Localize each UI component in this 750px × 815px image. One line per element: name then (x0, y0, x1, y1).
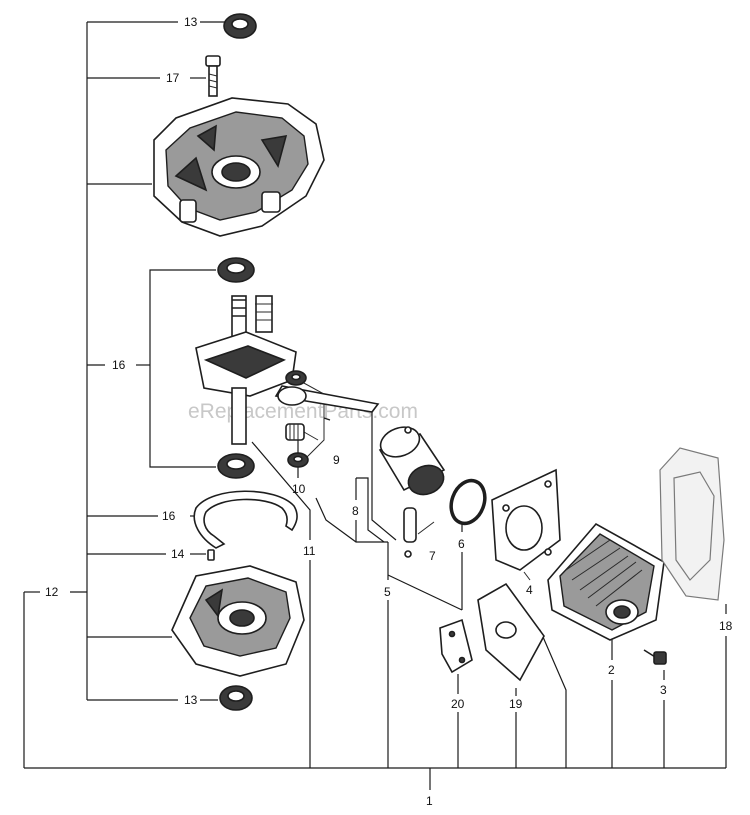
callout-4: 4 (526, 583, 533, 597)
piston-ring (449, 478, 487, 526)
callout-2: 2 (608, 663, 615, 677)
crankshaft (195, 295, 297, 445)
callout-7: 7 (429, 549, 436, 563)
cylinder (547, 522, 665, 641)
callout-16-upper: 16 (112, 358, 126, 372)
callout-5: 5 (384, 585, 391, 599)
oil-seal-top (223, 13, 257, 39)
oil-seal-bottom (219, 685, 253, 711)
callout-12: 12 (45, 585, 59, 599)
callout-18: 18 (719, 619, 733, 633)
callout-9: 9 (333, 453, 340, 467)
bearing-lower (217, 453, 255, 479)
callout-6: 6 (458, 537, 465, 551)
cylinder-cover (659, 447, 725, 601)
bolt-3 (643, 649, 667, 665)
callout-8: 8 (352, 504, 359, 518)
crankcase-upper (153, 97, 325, 237)
callout-3: 3 (660, 683, 667, 697)
crankcase-lower (171, 565, 305, 677)
insulator-plate (477, 582, 545, 682)
small-gasket (439, 618, 473, 674)
needle-bearing (285, 423, 305, 441)
watermark: eReplacementParts.com (188, 400, 418, 423)
callout-17: 17 (166, 71, 180, 85)
callout-13-bottom: 13 (184, 693, 198, 707)
callout-1: 1 (426, 794, 433, 808)
cylinder-gasket (491, 468, 561, 571)
washer-upper (285, 370, 307, 386)
piston-pin (403, 507, 417, 558)
callout-14: 14 (171, 547, 185, 561)
leader-lines (23, 21, 727, 790)
callout-11: 11 (303, 544, 316, 558)
connecting-rod (274, 385, 380, 413)
piston (378, 426, 446, 496)
callout-10: 10 (292, 482, 306, 496)
callout-13-top: 13 (184, 15, 198, 29)
dowel-pin-14 (207, 549, 215, 561)
callout-16-lower: 16 (162, 509, 176, 523)
callout-labels: 13 17 16 16 14 13 12 11 10 9 8 7 6 5 4 2… (45, 15, 733, 808)
callout-19: 19 (509, 697, 523, 711)
washer-lower (287, 452, 309, 468)
callout-20: 20 (451, 697, 465, 711)
bolt-17 (205, 55, 221, 97)
bearing-upper (217, 257, 255, 283)
crankcase-gasket (193, 490, 298, 549)
